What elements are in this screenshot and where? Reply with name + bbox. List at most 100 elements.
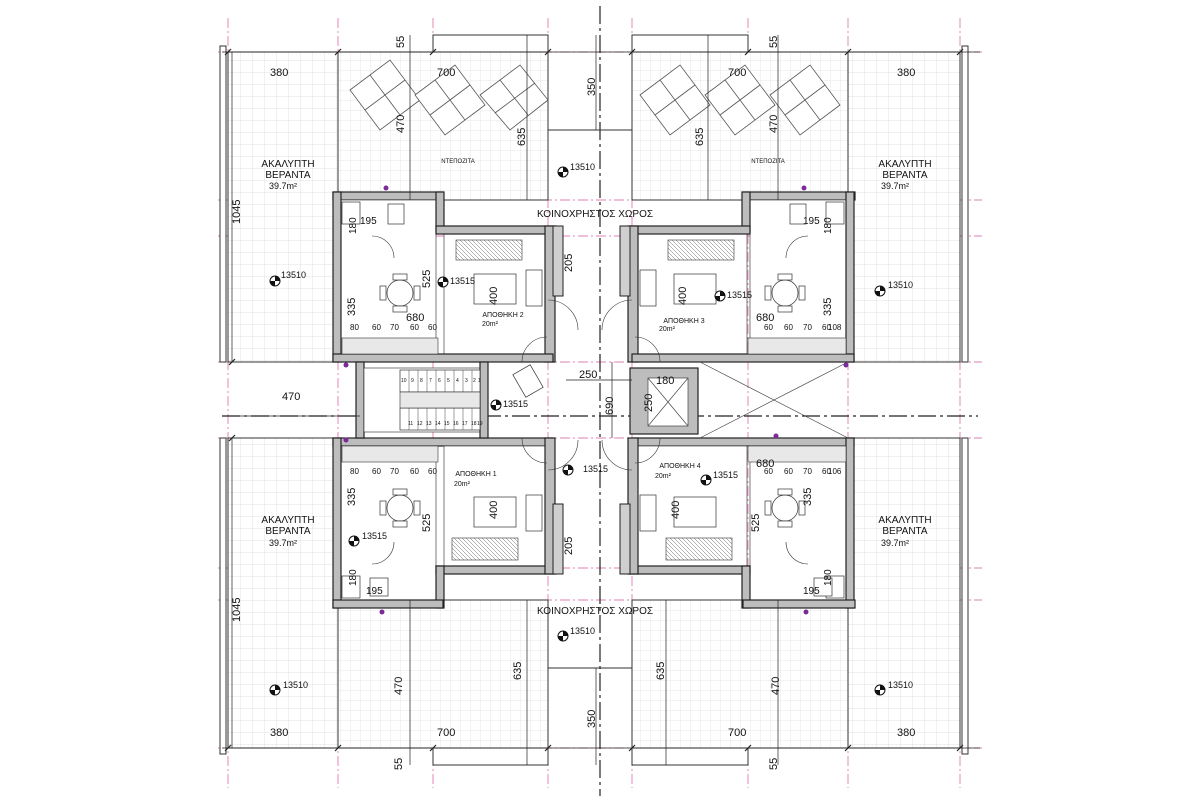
veranda-bottom-right xyxy=(847,437,961,749)
dim-380: 380 xyxy=(897,727,915,739)
storage-1-label: ΑΠΟΘΗΚΗ 1 xyxy=(455,471,496,478)
dim-1045: 1045 xyxy=(231,598,243,622)
dim-55: 55 xyxy=(393,758,405,770)
dim-55: 55 xyxy=(395,36,407,48)
dining-table-bottom-right xyxy=(764,488,806,528)
level-label: 13510 xyxy=(570,626,595,636)
dim-1045: 1045 xyxy=(231,200,243,224)
level-marker-apt1: 13515 xyxy=(348,531,387,547)
furniture xyxy=(341,201,847,599)
dim-635: 635 xyxy=(512,662,524,680)
dim-80: 80 xyxy=(350,467,359,476)
parapets xyxy=(219,34,969,766)
veranda-label: ΑΚΑΛΥΠΤΗ xyxy=(261,159,314,170)
veranda-area: 39.7m² xyxy=(881,181,909,191)
dim-380: 380 xyxy=(897,67,915,79)
terrace-bottom-right xyxy=(631,599,849,749)
staircase: 10 9 8 7 6 5 4 3 2 1 11 12 13 14 15 16 1… xyxy=(399,369,483,431)
stair-step-14: 14 xyxy=(435,421,441,427)
column-markers xyxy=(343,185,849,615)
dim-195: 195 xyxy=(360,216,377,227)
solar-panels xyxy=(349,59,841,136)
stair-step-5: 5 xyxy=(447,378,450,384)
dim-335: 335 xyxy=(822,298,834,316)
stair-step-19: 19 xyxy=(477,421,483,427)
stair-step-9: 9 xyxy=(411,378,414,384)
level-label: 13515 xyxy=(727,290,752,300)
stair-step-7: 7 xyxy=(429,378,432,384)
veranda-top-left xyxy=(227,51,339,363)
dining-table-bottom-left xyxy=(379,488,421,528)
dim-525: 525 xyxy=(421,514,433,532)
dim-400: 400 xyxy=(488,287,500,305)
level-marker-bottom-center: 13510 xyxy=(557,626,595,642)
dim-195: 195 xyxy=(803,216,820,227)
level-label: 13515 xyxy=(583,464,608,474)
dim-700: 700 xyxy=(728,67,746,79)
dining-table-top-left xyxy=(379,273,421,313)
dim-250: 250 xyxy=(579,369,597,381)
level-label: 13510 xyxy=(888,280,913,290)
dim-400: 400 xyxy=(670,501,682,519)
level-label: 13510 xyxy=(570,162,595,172)
dim-70: 70 xyxy=(390,467,399,476)
dim-470: 470 xyxy=(770,677,782,695)
dimension-labels: 380 380 380 380 700 700 700 700 470 250 … xyxy=(270,67,915,739)
dim-525: 525 xyxy=(750,514,762,532)
dim-690: 690 xyxy=(604,397,616,415)
level-markers: 13510 13510 13510 13510 13510 13510 xyxy=(269,162,913,696)
dim-108: 108 xyxy=(828,323,842,332)
stair-step-13: 13 xyxy=(426,421,432,427)
common-area-label-bottom: ΚΟΙΝΟΧΡΗΣΤΟΣ ΧΩΡΟΣ xyxy=(537,606,653,617)
dim-400: 400 xyxy=(677,287,689,305)
dim-635: 635 xyxy=(694,128,706,146)
level-label: 13515 xyxy=(713,470,738,480)
veranda-label: ΒΕΡΑΝΤΑ xyxy=(882,170,928,181)
dim-700: 700 xyxy=(728,727,746,739)
stair-step-18: 18 xyxy=(471,421,477,427)
room-labels: ΑΚΑΛΥΠΤΗ ΒΕΡΑΝΤΑ 39.7m² ΑΚΑΛΥΠΤΗ ΒΕΡΑΝΤΑ… xyxy=(261,159,931,617)
dim-470: 470 xyxy=(393,677,405,695)
dim-60: 60 xyxy=(784,323,793,332)
level-marker-apt4: 13515 xyxy=(700,470,738,486)
level-label: 13510 xyxy=(283,680,308,690)
dim-350: 350 xyxy=(586,710,598,728)
level-marker-top-right-veranda: 13510 xyxy=(874,280,913,297)
dim-60: 60 xyxy=(784,467,793,476)
veranda-label: ΒΕΡΑΝΤΑ xyxy=(265,170,311,181)
veranda-label: ΑΚΑΛΥΠΤΗ xyxy=(261,515,314,526)
dim-470: 470 xyxy=(395,115,407,133)
level-marker-top-center: 13510 xyxy=(557,162,595,178)
dim-335: 335 xyxy=(346,298,358,316)
stair-step-15: 15 xyxy=(444,421,450,427)
dim-470: 470 xyxy=(768,115,780,133)
stair-step-4: 4 xyxy=(456,378,459,384)
dim-180: 180 xyxy=(823,569,834,586)
veranda-area: 39.7m² xyxy=(269,181,297,191)
level-label: 13515 xyxy=(450,276,475,286)
tank-label: ΝΤΕΠΟΖΙΤΑ xyxy=(751,159,785,165)
level-marker-bottom-left-veranda: 13510 xyxy=(269,680,308,696)
dim-470: 470 xyxy=(282,391,300,403)
dim-180: 180 xyxy=(348,569,359,586)
dim-180: 180 xyxy=(348,217,359,234)
dim-350: 350 xyxy=(586,78,598,96)
dim-60: 60 xyxy=(428,323,437,332)
dim-60: 60 xyxy=(764,467,773,476)
level-label: 13510 xyxy=(281,270,306,280)
level-marker-bottom-right-veranda: 13510 xyxy=(874,680,913,696)
storage-3-area: 20m² xyxy=(659,326,676,333)
dim-635: 635 xyxy=(655,662,667,680)
stair-step-6: 6 xyxy=(438,378,441,384)
dim-106: 106 xyxy=(828,467,842,476)
dim-680: 680 xyxy=(756,458,774,470)
dim-205: 205 xyxy=(563,254,575,272)
dim-700: 700 xyxy=(437,67,455,79)
dim-680: 680 xyxy=(406,312,424,324)
storage-2-area: 20m² xyxy=(482,321,499,328)
dim-335: 335 xyxy=(346,488,358,506)
level-marker-top-left-veranda: 13510 xyxy=(269,270,306,287)
storage-3-label: ΑΠΟΘΗΚΗ 3 xyxy=(663,318,704,325)
veranda-label: ΑΚΑΛΥΠΤΗ xyxy=(878,515,931,526)
